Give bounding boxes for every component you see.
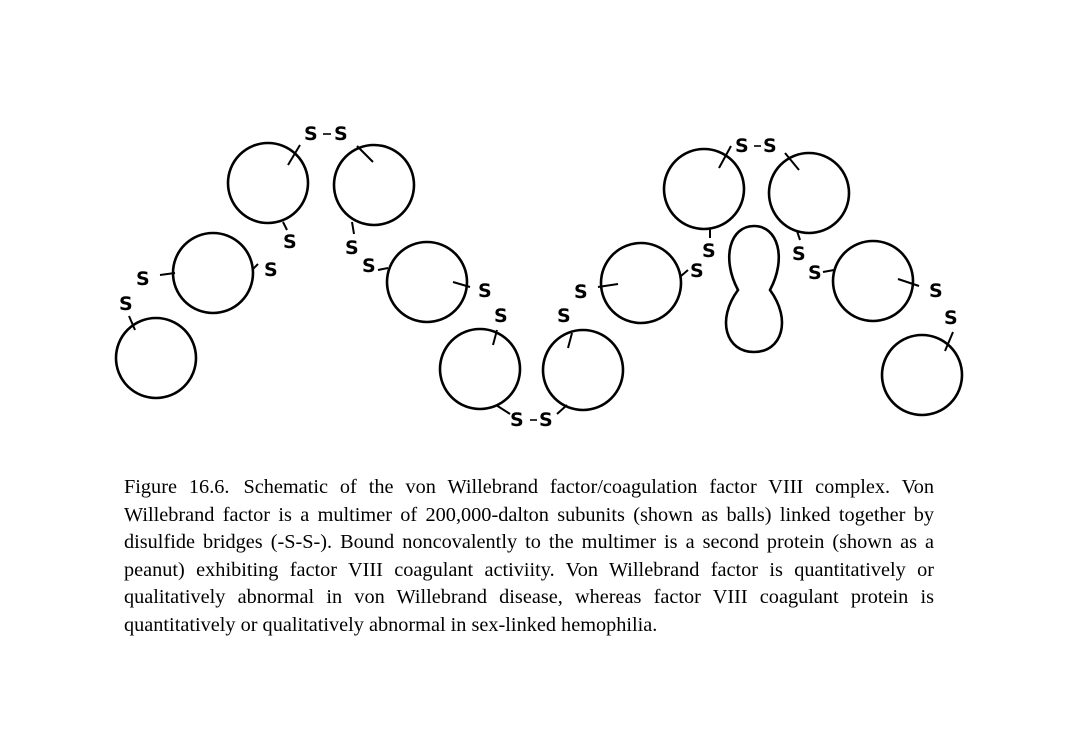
sulfur-label: S	[763, 135, 777, 157]
sulfur-label: S	[929, 280, 943, 302]
sulfur-label: S	[574, 281, 588, 303]
figure-caption-text: Schematic of the von Willebrand factor/c…	[124, 476, 934, 636]
subunit-ball	[599, 241, 683, 325]
disulfide-bridge: S S	[495, 404, 568, 431]
subunit-ball	[114, 316, 198, 400]
sulfur-label: S	[557, 305, 571, 327]
disulfide-bridge: S S	[452, 280, 508, 346]
disulfide-bridge: S S	[557, 281, 619, 349]
sulfur-label: S	[808, 262, 822, 284]
disulfide-bridge: S S	[119, 268, 176, 331]
disulfide-bridge: S S	[680, 228, 716, 282]
sulfur-label: S	[792, 243, 806, 265]
factor-viii-peanut	[724, 224, 784, 354]
figure-caption: Figure 16.6.Schematic of the von Willebr…	[124, 474, 934, 639]
subunit-ball	[541, 328, 625, 412]
subunit-ball	[438, 327, 522, 411]
sulfur-label: S	[119, 293, 133, 315]
sulfur-label: S	[944, 307, 958, 329]
sulfur-label: S	[136, 268, 150, 290]
disulfide-bridge: S S	[251, 221, 297, 281]
subunit-ball	[226, 141, 310, 225]
sulfur-label: S	[345, 237, 359, 259]
sulfur-label: S	[735, 135, 749, 157]
multimer-left: S S S S S S S S S S	[114, 123, 522, 411]
figure-label: Figure 16.6.	[124, 476, 230, 498]
sulfur-label: S	[478, 280, 492, 302]
sulfur-label: S	[539, 409, 553, 431]
sulfur-label: S	[690, 260, 704, 282]
disulfide-bridge: S S	[792, 230, 835, 284]
sulfur-label: S	[304, 123, 318, 145]
disulfide-bridge: S S	[345, 221, 389, 277]
sulfur-label: S	[510, 409, 524, 431]
disulfide-bridge: S S	[287, 123, 374, 166]
subunit-ball	[332, 143, 416, 227]
sulfur-label: S	[702, 240, 716, 262]
subunit-ball	[171, 231, 255, 315]
subunit-ball	[831, 239, 915, 323]
disulfide-bridge: S S	[718, 135, 800, 171]
subunit-ball	[767, 151, 851, 235]
multimer-right: S S S S S S S S S S	[541, 135, 964, 417]
sulfur-label: S	[494, 305, 508, 327]
subunit-ball	[662, 147, 746, 231]
sulfur-label: S	[334, 123, 348, 145]
subunit-ball	[385, 240, 469, 324]
sulfur-label: S	[264, 259, 278, 281]
sulfur-label: S	[362, 255, 376, 277]
sulfur-label: S	[283, 231, 297, 253]
disulfide-bridge: S S	[897, 278, 958, 352]
subunit-ball	[880, 333, 964, 417]
